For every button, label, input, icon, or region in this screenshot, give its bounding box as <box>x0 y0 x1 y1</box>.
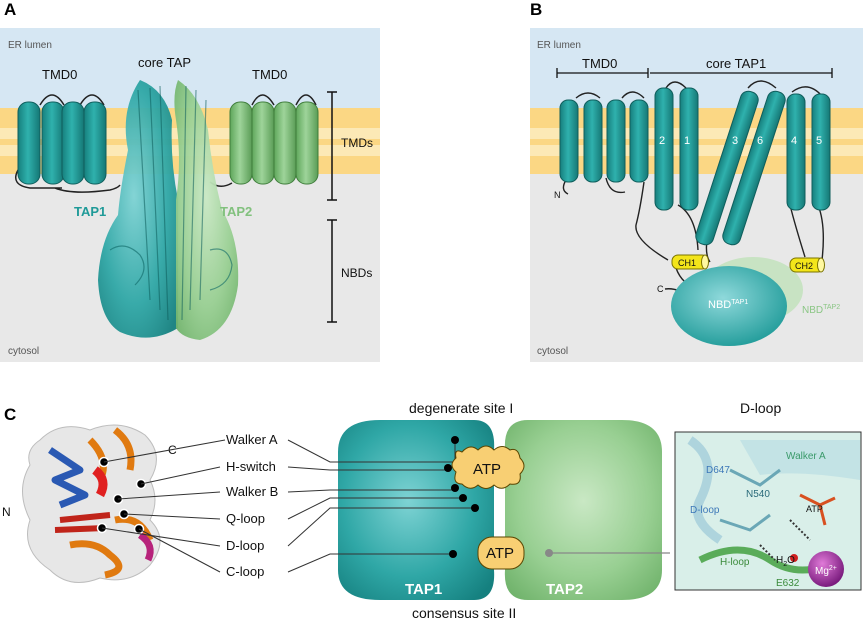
panel-a: A ER lumen cytosol <box>0 0 380 362</box>
motif-label: Walker A <box>226 432 278 447</box>
tmd0-helices <box>559 99 649 183</box>
structure-n-terminus: N <box>2 505 11 519</box>
helix-cylinder <box>273 101 297 185</box>
helix-4 <box>786 93 806 211</box>
atp-bottom-label: ATP <box>486 545 514 562</box>
inset-hloop: H-loop <box>720 557 750 568</box>
tmd0-right-helices <box>209 94 319 187</box>
panel-b: B ER lumen cytosol TMD0 core TAP1 <box>530 0 863 362</box>
helix-cylinder <box>229 101 253 185</box>
helix-number: 5 <box>816 135 822 147</box>
motif-label: C-loop <box>226 564 264 579</box>
ch2 <box>789 257 825 273</box>
helix-number: 1 <box>684 135 690 147</box>
cytosol-label: cytosol <box>537 346 568 357</box>
degenerate-site-label: degenerate site I <box>409 400 513 416</box>
nbd-tap1-label: NBDTAP1 <box>708 299 748 311</box>
core-tap1-label: core TAP1 <box>706 56 766 71</box>
cytosol-label: cytosol <box>8 346 39 357</box>
atp-top-label: ATP <box>473 461 501 478</box>
ch1 <box>671 254 709 270</box>
bracket-tmds <box>327 91 337 201</box>
tmd0-right-label: TMD0 <box>252 67 287 82</box>
tap2-label: TAP2 <box>220 204 252 219</box>
mg-ion <box>808 551 844 587</box>
helix-cylinder <box>17 101 41 185</box>
helix-cylinder <box>583 99 603 183</box>
helix-number: 2 <box>659 135 665 147</box>
tmd0-label: TMD0 <box>582 56 617 71</box>
inset-n540: N540 <box>746 489 770 500</box>
motif-label: H-switch <box>226 459 276 474</box>
helix-number: 3 <box>732 135 738 147</box>
ch2-label: CH2 <box>795 261 813 271</box>
tap1-label: TAP1 <box>74 204 106 219</box>
n-terminus: N <box>554 190 561 200</box>
inset-e632: E632 <box>776 578 800 589</box>
tap2-nbd-schematic <box>504 420 662 600</box>
tap1-schematic-label: TAP1 <box>405 581 442 598</box>
motif-label: Q-loop <box>226 511 265 526</box>
helix-6 <box>722 90 786 246</box>
core-tap1-helices <box>654 87 831 246</box>
c-terminus: C <box>657 284 664 294</box>
inset-dloop: D-loop <box>690 505 720 516</box>
helix-number: 4 <box>791 135 797 147</box>
panel-b-letter: B <box>530 0 542 19</box>
helix-cylinder <box>41 101 65 185</box>
helix-3 <box>695 90 759 246</box>
tmds-label: TMDs <box>341 136 373 150</box>
inset-atp: ATP <box>806 504 823 514</box>
er-lumen-label: ER lumen <box>537 40 581 51</box>
ch1-label: CH1 <box>678 258 696 268</box>
helix-cylinder <box>83 101 107 185</box>
inset-pointer-dot <box>545 549 553 557</box>
motif-label: D-loop <box>226 538 264 553</box>
core-tap-structure <box>98 80 239 340</box>
helix-5 <box>811 93 831 211</box>
nbd-tap1 <box>671 266 787 346</box>
nbds-label: NBDs <box>341 266 372 280</box>
atp-consensus-site <box>477 536 525 570</box>
helix-number: 6 <box>757 135 763 147</box>
helix-cylinder <box>295 101 319 185</box>
inset-water: H2O <box>776 555 795 568</box>
panel-a-letter: A <box>4 0 16 19</box>
inset-mg: Mg2+ <box>815 565 837 577</box>
core-tap-label: core TAP <box>138 55 191 70</box>
motif-label: Walker B <box>226 484 278 499</box>
helix-cylinder <box>251 101 275 185</box>
nbd-ribbon-structure <box>22 424 161 583</box>
motif-leader-lines <box>101 439 226 573</box>
panel-c-letter: C <box>4 405 16 424</box>
inset-walker-a: Walker A <box>786 451 826 462</box>
bracket-nbds <box>327 219 337 323</box>
tap2-schematic-label: TAP2 <box>546 581 583 598</box>
helix-cylinder <box>606 99 626 183</box>
helix-cylinder <box>61 101 85 185</box>
helix-cylinder <box>629 99 649 183</box>
schematic-motif-dots <box>444 436 479 558</box>
inset-d647: D647 <box>706 465 730 476</box>
dloop-inset-structure <box>687 436 860 587</box>
core-tap1-bracket <box>650 68 833 78</box>
helix-cylinder <box>559 99 579 183</box>
helix-1 <box>679 87 699 211</box>
er-lumen-label: ER lumen <box>8 40 52 51</box>
tmd0-left-helices <box>15 94 121 193</box>
atp-degenerate-site <box>451 445 525 489</box>
tmd0-bracket <box>556 68 649 78</box>
consensus-site-label: consensus site II <box>412 605 516 621</box>
panel-c: C N C W <box>2 400 862 621</box>
tmd0-left-label: TMD0 <box>42 67 77 82</box>
helix-2 <box>654 87 674 211</box>
nbd-tap2-label: NBDTAP2 <box>802 304 840 316</box>
dloop-inset-title: D-loop <box>740 400 781 416</box>
